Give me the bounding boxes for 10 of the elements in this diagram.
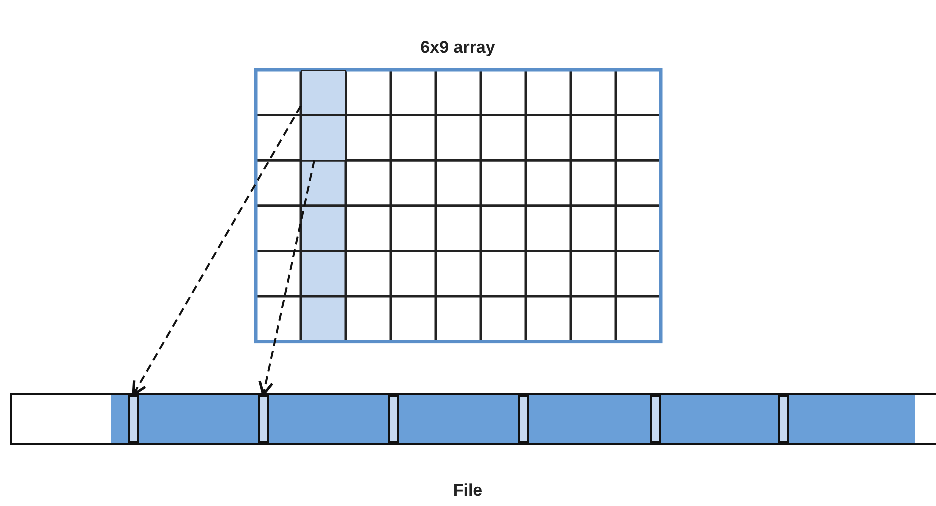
file-slot [778,395,789,443]
file-title: File [453,481,483,501]
array-cell [301,70,346,116]
file-slot [388,395,399,443]
array-title: 6x9 array [420,38,496,58]
file-slot [258,395,269,443]
file-slot [650,395,661,443]
file-slot [128,395,139,443]
file-slot [518,395,529,443]
array-cell [301,115,346,161]
